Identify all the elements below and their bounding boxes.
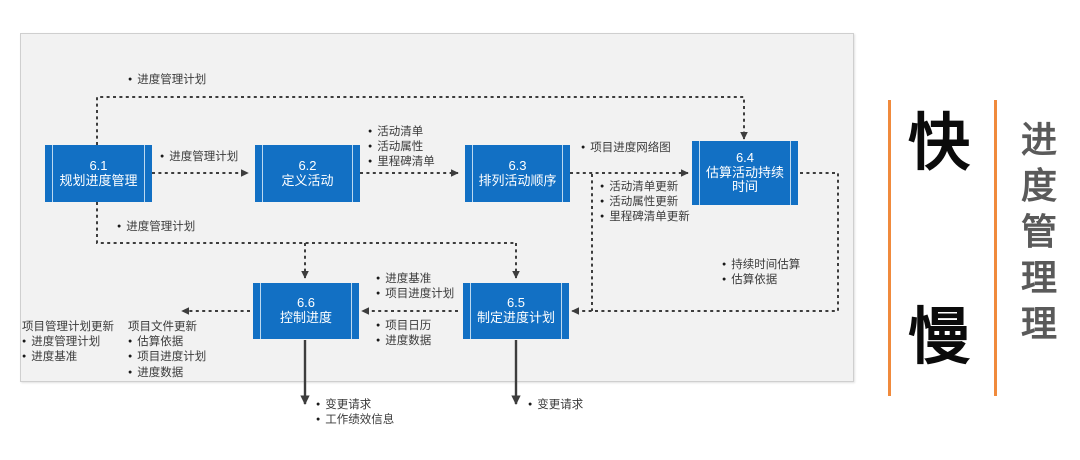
label-heading: 项目文件更新 (128, 321, 197, 333)
sidebar-char-fast: 快 (908, 106, 971, 179)
label-item: 进度管理计划 (128, 73, 206, 88)
label-6-5-to-6-6-bottom: 项目日历 进度数据 (376, 319, 431, 349)
label-6-3-branch: 活动清单更新 活动属性更新 里程碑清单更新 (600, 180, 690, 226)
accent-rail-right (994, 100, 997, 396)
label-item: 进度基准 (376, 272, 454, 287)
node-title: 定义活动 (281, 172, 334, 188)
node-title: 估算活动持续 (705, 164, 784, 180)
node-title: 制定进度计划 (476, 310, 555, 325)
label-item: 里程碑清单 (368, 155, 435, 170)
node-title: 规划进度管理 (59, 172, 138, 188)
node-6-3[interactable]: 6.3 排列活动顺序 (465, 145, 570, 202)
label-heading: 项目管理计划更新 (22, 321, 114, 333)
label-item: 变更请求 (528, 398, 583, 413)
label-6-1-to-6-2: 进度管理计划 (160, 150, 238, 165)
label-output-6-5: 变更请求 (528, 398, 583, 413)
label-output-6-6: 变更请求 工作绩效信息 (316, 398, 394, 428)
node-6-4[interactable]: 6.4 估算活动持续 时间 (692, 141, 798, 205)
label-6-5-to-6-6-top: 进度基准 项目进度计划 (376, 272, 454, 302)
label-item: 项目日历 (376, 319, 431, 334)
label-item: 里程碑清单更新 (600, 210, 690, 225)
label-top-plan: 进度管理计划 (128, 73, 206, 88)
label-item: 进度数据 (128, 366, 206, 381)
node-number: 6.5 (506, 295, 526, 311)
label-item: 项目进度计划 (376, 287, 454, 302)
label-item: 估算依据 (722, 273, 800, 288)
label-item: 进度基准 (22, 350, 114, 365)
node-number: 6.1 (89, 157, 108, 173)
node-title-line2: 时间 (731, 179, 758, 195)
node-number: 6.3 (508, 157, 527, 173)
label-item: 进度管理计划 (117, 220, 195, 235)
node-title: 控制进度 (279, 310, 332, 325)
label-item: 估算依据 (128, 335, 206, 350)
label-item: 变更请求 (316, 398, 394, 413)
node-title: 排列活动顺序 (478, 172, 557, 188)
label-6-4-to-6-5: 持续时间估算 估算依据 (722, 258, 800, 288)
label-item: 活动属性更新 (600, 195, 690, 210)
label-item: 进度管理计划 (160, 150, 238, 165)
label-6-2-to-6-3: 活动清单 活动属性 里程碑清单 (368, 125, 435, 171)
label-item: 活动清单 (368, 125, 435, 140)
sidebar-vertical-title: 进度管理理 (1020, 120, 1057, 346)
node-number: 6.4 (735, 150, 755, 166)
label-item: 持续时间估算 (722, 258, 800, 273)
label-mid-plan: 进度管理计划 (117, 220, 195, 235)
sidebar-char-slow: 慢 (908, 300, 971, 373)
node-6-2[interactable]: 6.2 定义活动 (255, 145, 360, 202)
label-item: 项目进度计划 (128, 350, 206, 365)
label-item: 进度数据 (376, 334, 431, 349)
label-output-doc-updates: 项目文件更新 估算依据 项目进度计划 进度数据 (128, 320, 206, 381)
node-number: 6.6 (296, 295, 316, 311)
node-number: 6.2 (298, 157, 317, 173)
diagram-panel (20, 33, 854, 382)
node-6-1[interactable]: 6.1 规划进度管理 (45, 145, 152, 202)
label-6-3-to-6-4: 项目进度网络图 (581, 141, 671, 156)
label-item: 活动属性 (368, 140, 435, 155)
label-output-pm-updates: 项目管理计划更新 进度管理计划 进度基准 (22, 320, 114, 366)
label-item: 进度管理计划 (22, 335, 114, 350)
label-item: 工作绩效信息 (316, 413, 394, 428)
node-6-6[interactable]: 6.6 控制进度 (253, 283, 359, 339)
accent-rail-left (888, 100, 891, 396)
node-6-5[interactable]: 6.5 制定进度计划 (463, 283, 569, 339)
label-item: 项目进度网络图 (581, 141, 671, 156)
label-item: 活动清单更新 (600, 180, 690, 195)
